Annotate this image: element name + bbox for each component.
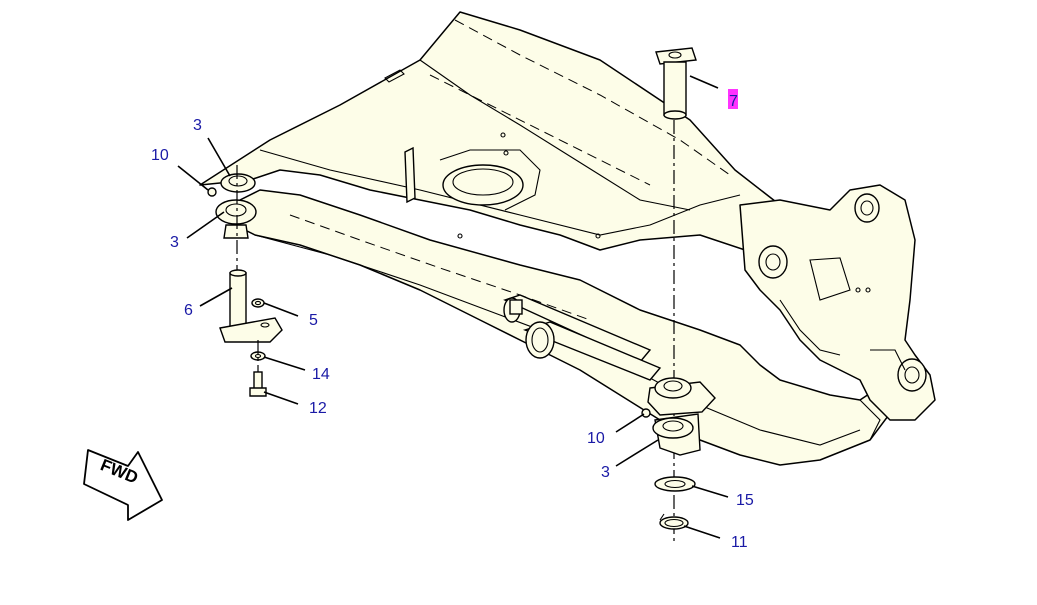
callout-12: 12 (309, 400, 327, 417)
callout-10-left: 10 (151, 147, 169, 164)
callout-15: 15 (736, 492, 754, 509)
callout-7-highlight (728, 89, 738, 109)
callout-6: 6 (184, 302, 193, 319)
callout-11: 11 (731, 534, 748, 551)
callout-5: 5 (309, 312, 318, 329)
washer-15 (654, 476, 696, 492)
right-pivot (641, 120, 716, 545)
fwd-arrow-icon: FWD (83, 449, 163, 521)
callout-3-right: 3 (601, 464, 610, 481)
callout-3-upper-left: 3 (193, 117, 202, 134)
main-frame (199, 11, 801, 256)
callout-7: 7 (729, 93, 738, 110)
leader-lines (177, 75, 729, 539)
callout-3-lower-left: 3 (170, 234, 179, 251)
hydraulic-cylinder (503, 294, 662, 381)
washer-5 (251, 298, 265, 308)
washer-14 (250, 340, 266, 372)
callout-14: 14 (312, 366, 330, 383)
pin-6 (219, 269, 283, 343)
callout-10-right: 10 (587, 430, 605, 447)
bolt-12 (249, 371, 267, 397)
left-pivot (207, 165, 257, 270)
snap-ring-11 (659, 513, 689, 530)
front-bracket (739, 184, 936, 421)
callouts: 7 3 10 3 6 5 14 12 10 3 15 11 (151, 89, 754, 551)
pin-7 (655, 47, 697, 120)
